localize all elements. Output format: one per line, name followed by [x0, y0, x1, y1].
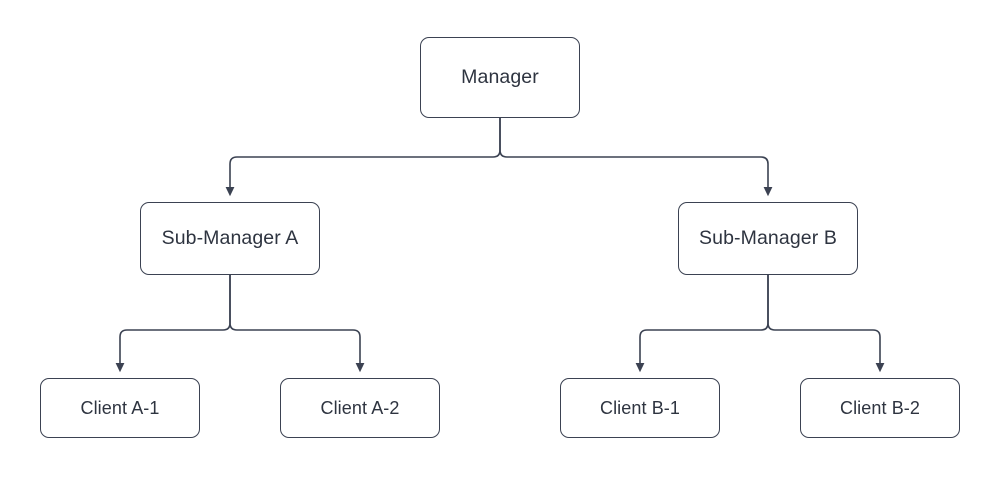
node-sub-manager-b[interactable]: Sub-Manager B [678, 202, 858, 275]
node-client-b-2[interactable]: Client B-2 [800, 378, 960, 438]
node-sub-manager-b-label: Sub-Manager B [699, 226, 837, 249]
edge-sub-manager-b-client-b-2 [767, 275, 885, 373]
node-client-b-2-label: Client B-2 [839, 398, 921, 418]
edge-sub-manager-a-client-a-2 [229, 275, 365, 373]
edge-sub-manager-a-client-a-1 [115, 275, 231, 373]
node-client-a-1-label: Client A-1 [80, 398, 160, 418]
edge-manager-sub-manager-b [499, 118, 773, 197]
node-sub-manager-a-label: Sub-Manager A [161, 226, 299, 249]
node-manager-label: Manager [461, 65, 539, 88]
node-client-b-1-label: Client B-1 [599, 398, 681, 418]
node-client-b-1[interactable]: Client B-1 [560, 378, 720, 438]
node-sub-manager-a[interactable]: Sub-Manager A [140, 202, 320, 275]
node-manager[interactable]: Manager [420, 37, 580, 118]
node-client-a-2[interactable]: Client A-2 [280, 378, 440, 438]
node-client-a-2-label: Client A-2 [320, 398, 400, 418]
edge-sub-manager-b-client-b-1 [635, 275, 769, 373]
edge-manager-sub-manager-a [225, 118, 501, 197]
node-client-a-1[interactable]: Client A-1 [40, 378, 200, 438]
